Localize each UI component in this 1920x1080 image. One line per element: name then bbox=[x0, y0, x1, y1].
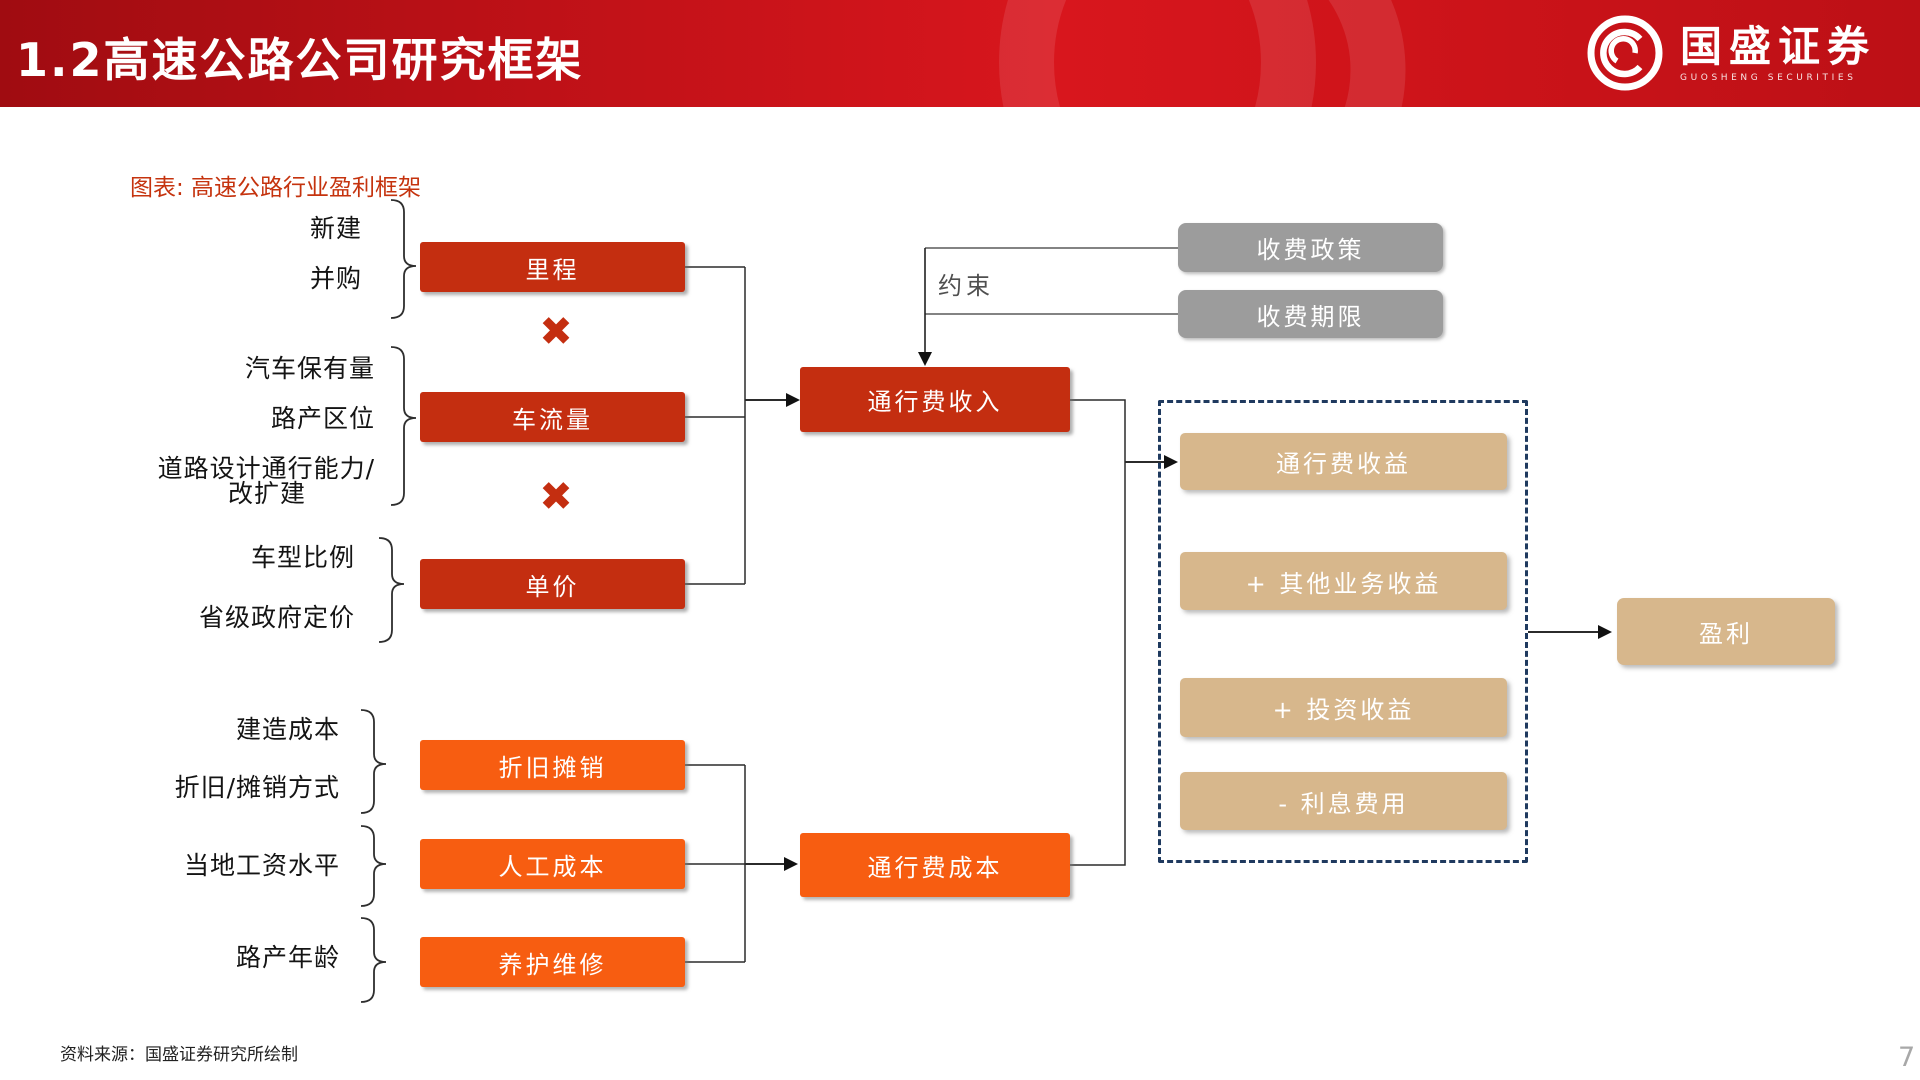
factor-label-new-construction: 新建 bbox=[309, 214, 362, 243]
flow-box-mileage: 里程 bbox=[420, 242, 685, 292]
flow-box-labor-cost: 人工成本 bbox=[420, 839, 685, 889]
factor-label-mergers: 并购 bbox=[309, 264, 362, 293]
figure-caption: 图表: 高速公路行业盈利框架 bbox=[130, 175, 422, 201]
flow-box-maintenance: 养护维修 bbox=[420, 937, 685, 987]
factor-label-road-age: 路产年龄 bbox=[235, 943, 340, 972]
arrowhead-into-profit bbox=[1598, 625, 1612, 639]
arrowhead-into-toll-cost bbox=[784, 857, 798, 871]
flow-box-toll-revenue: 通行费收入 bbox=[800, 367, 1070, 432]
multiply-icon: ✖ bbox=[539, 474, 573, 520]
merge-connector-lines bbox=[1070, 399, 1166, 866]
logo-text-block: 国盛证券 GUOSHENG SECURITIES bbox=[1680, 22, 1877, 84]
flow-box-depreciation: 折旧摊销 bbox=[420, 740, 685, 790]
page-number: 7 bbox=[1898, 1042, 1916, 1073]
profit-composition-group bbox=[1158, 400, 1528, 863]
factor-label-car-ownership: 汽车保有量 bbox=[244, 354, 375, 383]
factor-label-local-wages: 当地工资水平 bbox=[183, 851, 340, 880]
factor-label-design-capacity: 道路设计通行能力/ bbox=[157, 454, 375, 483]
header-banner: 1.2高速公路公司研究框架 国盛证券 GUOSHENG SECURITIES bbox=[0, 0, 1920, 107]
flow-box-toll-income: 通行费收益 bbox=[1180, 433, 1507, 490]
factor-label-depreciation-method: 折旧/摊销方式 bbox=[174, 773, 340, 802]
arrowhead-constraint-down bbox=[918, 352, 932, 366]
factor-label-provincial-pricing: 省级政府定价 bbox=[198, 603, 355, 632]
flow-box-other-business-income: + 其他业务收益 bbox=[1180, 552, 1507, 610]
flow-box-unit-price: 单价 bbox=[420, 559, 685, 609]
flow-box-toll-cost: 通行费成本 bbox=[800, 833, 1070, 897]
logo-name: 国盛证券 bbox=[1680, 22, 1877, 71]
revenue-connector-lines bbox=[685, 266, 788, 585]
flow-box-interest-expense: - 利息费用 bbox=[1180, 772, 1507, 830]
source-note: 资料来源：国盛证券研究所绘制 bbox=[60, 1045, 298, 1065]
logo-subtitle: GUOSHENG SECURITIES bbox=[1680, 73, 1857, 83]
flow-box-toll-period: 收费期限 bbox=[1178, 290, 1443, 338]
multiply-icon: ✖ bbox=[539, 309, 573, 355]
constraint-connector-lines bbox=[924, 247, 1178, 355]
guosheng-logo-icon bbox=[1587, 15, 1663, 91]
arrowhead-into-toll-revenue bbox=[786, 393, 800, 407]
flow-box-profit: 盈利 bbox=[1617, 598, 1835, 665]
cost-connector-lines bbox=[685, 764, 786, 963]
factor-label-construction-cost: 建造成本 bbox=[235, 715, 340, 744]
logo: 国盛证券 GUOSHENG SECURITIES bbox=[1584, 12, 1876, 94]
flow-box-traffic-volume: 车流量 bbox=[420, 392, 685, 442]
factor-label-expansion: 改扩建 bbox=[227, 479, 306, 508]
factor-label-road-location: 路产区位 bbox=[270, 404, 375, 433]
factor-braces bbox=[360, 199, 417, 1003]
flow-box-investment-income: + 投资收益 bbox=[1180, 678, 1507, 737]
factor-label-vehicle-mix: 车型比例 bbox=[250, 543, 355, 572]
constraint-label: 约束 bbox=[938, 272, 994, 300]
page-title: 1.2高速公路公司研究框架 bbox=[16, 33, 584, 87]
flow-box-toll-policy: 收费政策 bbox=[1178, 223, 1443, 272]
